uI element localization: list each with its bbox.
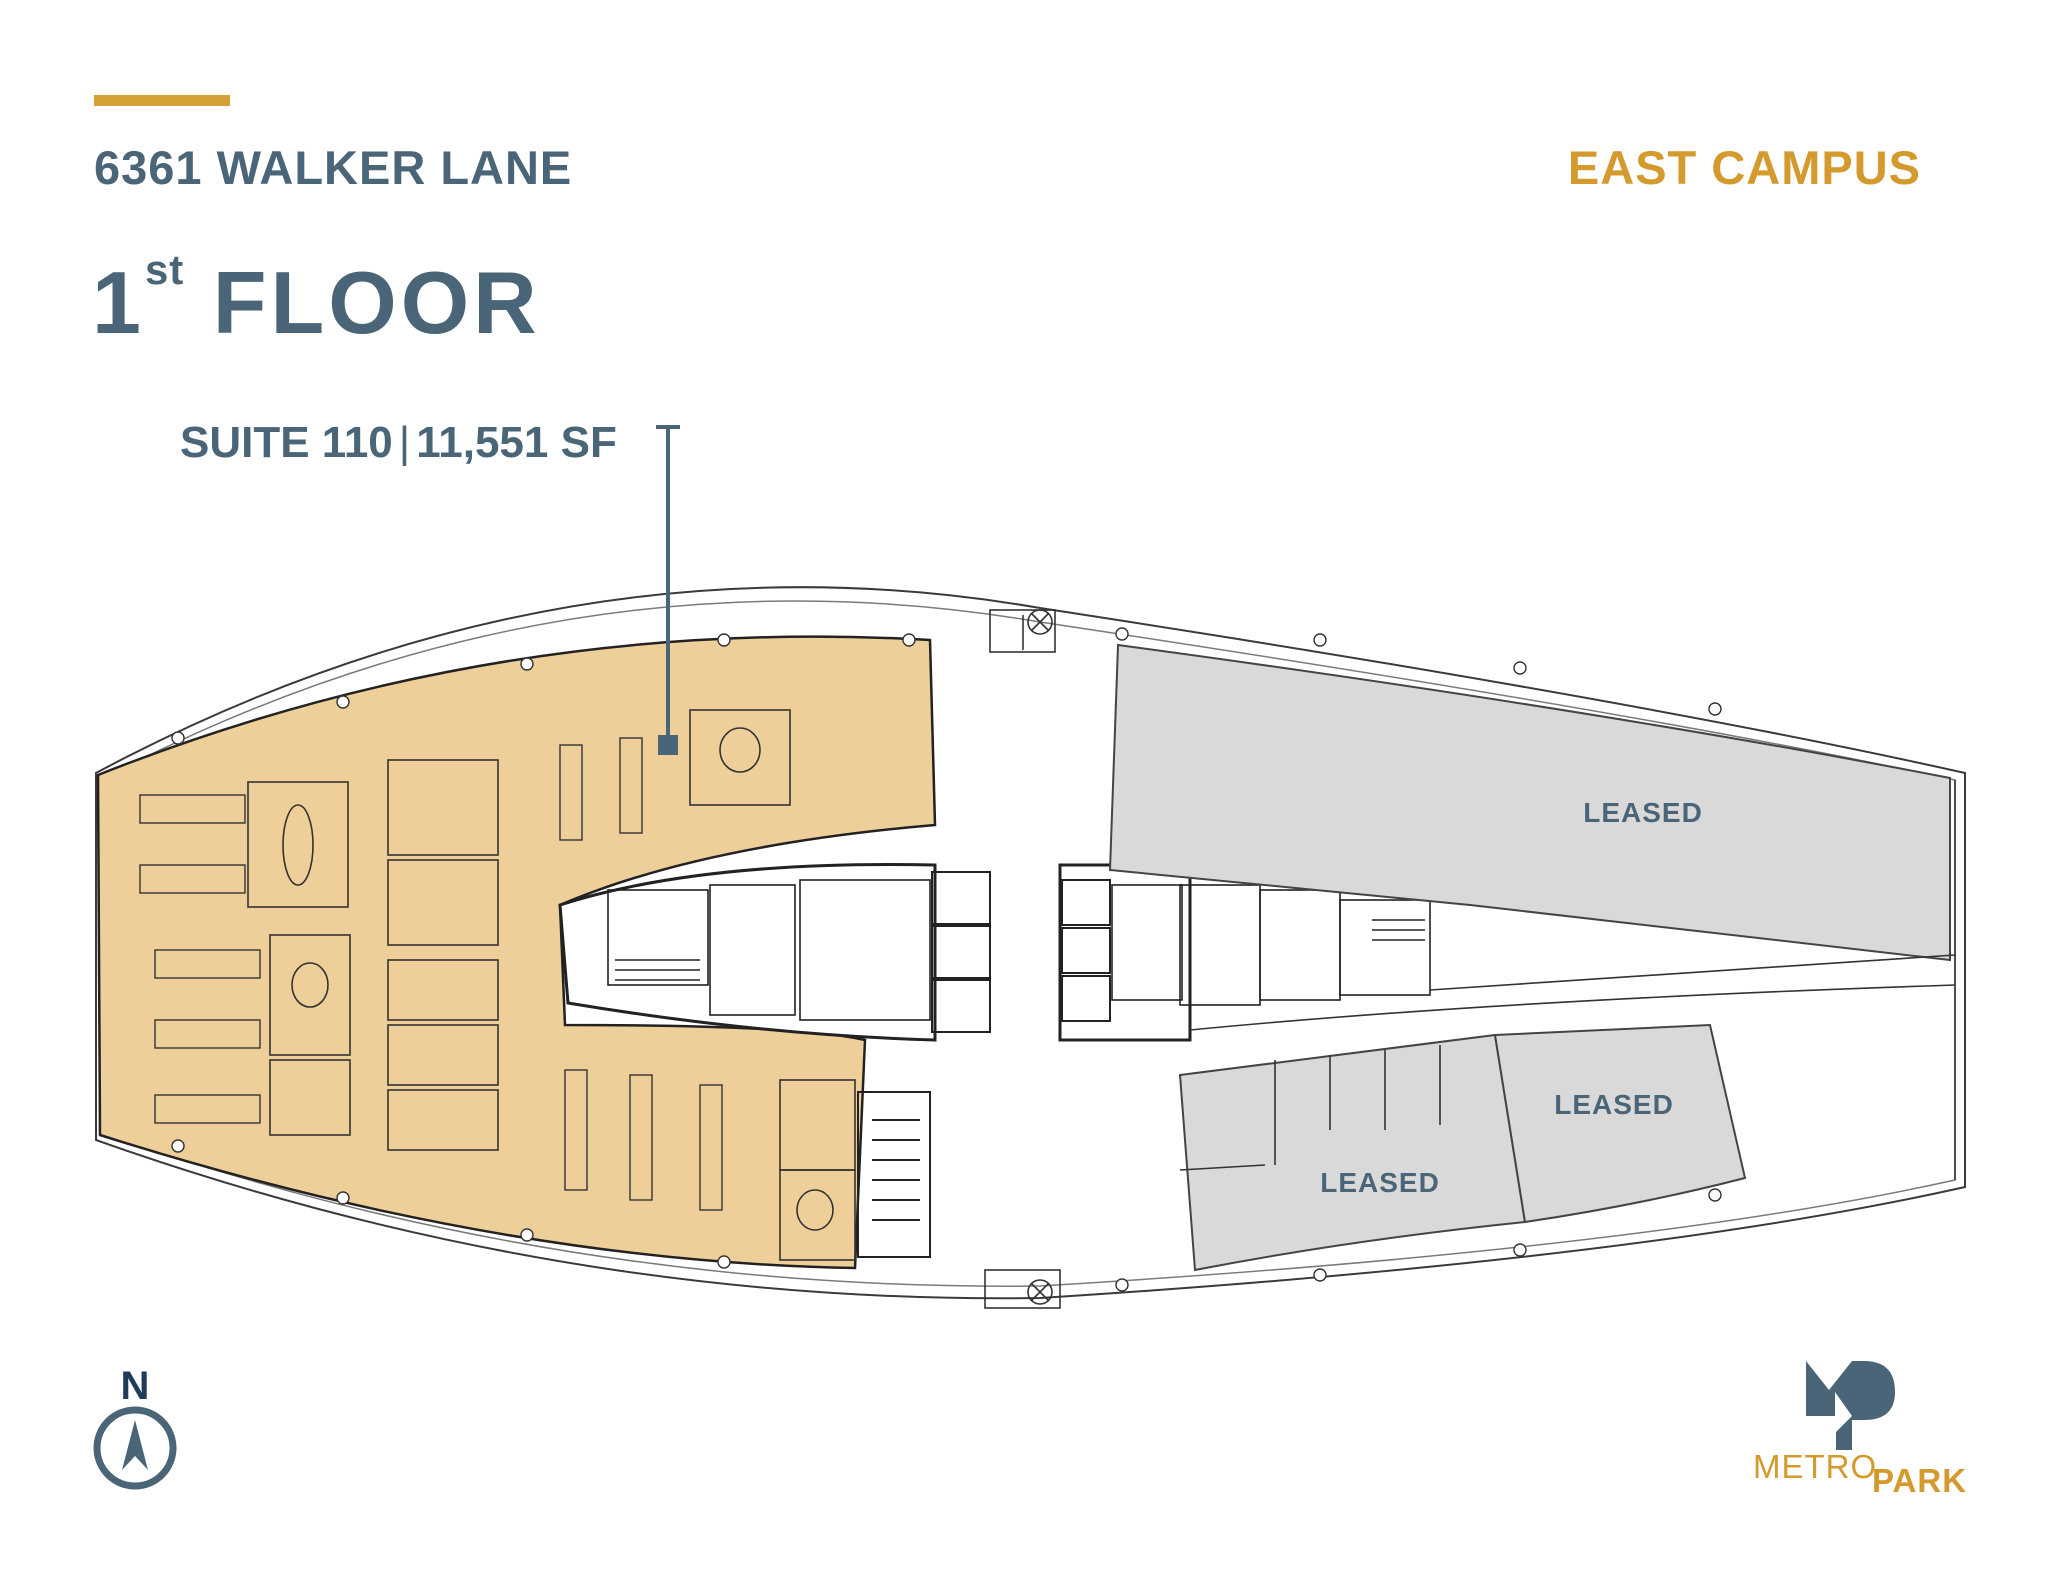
suite-label: SUITE 110|11,551 SF	[180, 418, 617, 468]
leased-area-south-east	[1493, 1023, 1747, 1224]
floor-title: 1st FLOOR	[92, 246, 541, 354]
metropark-mp-logo-icon	[1806, 1361, 1895, 1450]
core-left	[558, 863, 937, 1042]
leased-label-south-west: LEASED	[1320, 1167, 1440, 1198]
leased-label-south-east: LEASED	[1554, 1089, 1674, 1120]
workstation-clusters	[139, 737, 723, 1211]
conference-tables	[282, 727, 834, 1231]
elevator-bank-left	[931, 871, 991, 1033]
leased-label-north: LEASED	[1583, 797, 1703, 828]
north-arrow-icon	[93, 1406, 177, 1490]
suite-separator: |	[398, 418, 411, 467]
elevator-bank-right	[1061, 879, 1111, 1022]
floor-suffix: st	[144, 246, 185, 293]
core-left-rooms	[607, 879, 931, 1021]
corridor-walls	[1189, 780, 1956, 1180]
floor-word: FLOOR	[212, 253, 541, 352]
window-mullions	[171, 627, 1722, 1292]
campus-name: EAST CAMPUS	[1567, 141, 1921, 194]
suite-110-rooms	[247, 709, 856, 1261]
leased-area-south-west	[1178, 1033, 1527, 1272]
leased-south-partitions	[1179, 1045, 1441, 1171]
leased-area-north	[1108, 643, 1951, 962]
entrance-south	[984, 1269, 1061, 1309]
suite-name: SUITE 110	[180, 418, 393, 467]
entrance-north	[989, 609, 1056, 653]
compass: N	[92, 1364, 178, 1490]
logo-metro-text: METRO	[1753, 1448, 1878, 1485]
building-address: 6361 WALKER LANE	[94, 141, 573, 194]
core-right-rooms	[1111, 884, 1431, 1006]
suite-leader-line	[656, 425, 680, 755]
compass-north-label: N	[120, 1364, 150, 1408]
header-accent-bar	[94, 95, 230, 106]
logo-park-text: PARK	[1872, 1462, 1968, 1499]
suite-area: 11,551 SF	[416, 418, 617, 467]
core-right	[1058, 863, 1192, 1042]
floor-number: 1	[92, 253, 145, 352]
stair-south	[857, 1091, 931, 1258]
